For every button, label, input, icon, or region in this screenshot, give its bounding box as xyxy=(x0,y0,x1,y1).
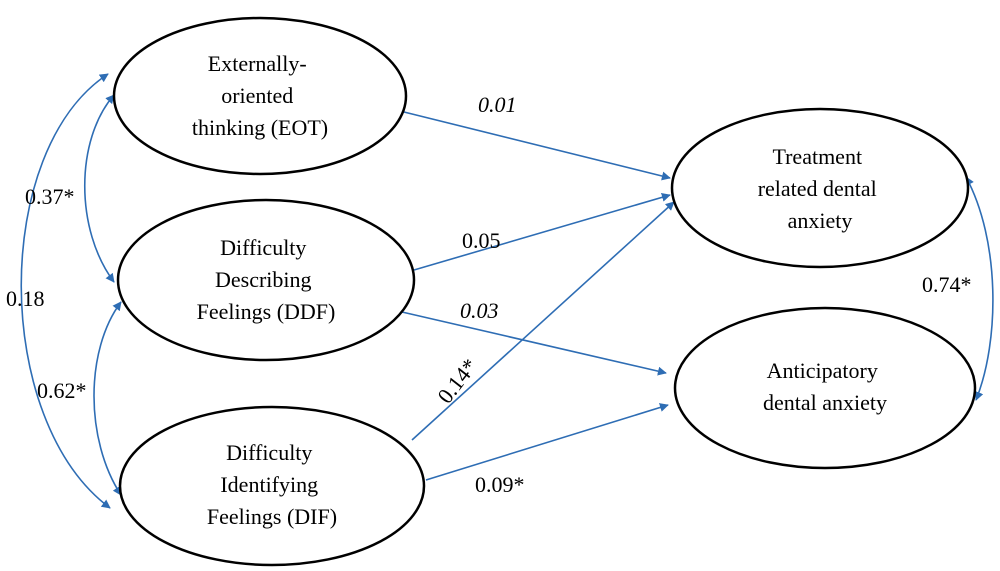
edge-ddf-trt xyxy=(413,192,671,271)
edge-ddf-dif xyxy=(93,301,122,496)
node-dif: Difficulty Identifying Feelings (DIF) xyxy=(118,405,426,567)
label-ddf-dif: 0.62* xyxy=(37,378,87,403)
node-treatment-anxiety: Treatment related dental anxiety xyxy=(670,107,970,269)
edge-eot-trt xyxy=(403,111,671,181)
svg-text:Difficulty Describing: Difficulty Describing Feelings (DDF) xyxy=(197,235,336,324)
label-dif-trt: 0.14* xyxy=(432,354,482,408)
label-eot-ddf: 0.37* xyxy=(25,184,75,209)
label-eot-dif: 0.18 xyxy=(6,286,45,311)
node-ddf-line-2: Describing xyxy=(215,267,312,292)
node-trt-line-1: Treatment xyxy=(772,144,862,169)
node-dif-line-1: Difficulty xyxy=(226,440,312,465)
edge-eot-dif xyxy=(20,73,111,509)
node-trt-line-3: anxiety xyxy=(788,208,853,233)
label-ddf-trt: 0.05 xyxy=(462,228,501,253)
node-eot: Externally- oriented thinking (EOT) xyxy=(112,16,408,176)
node-eot-line-1: Externally- xyxy=(208,51,307,76)
node-eot-line-3: thinking (EOT) xyxy=(192,115,328,140)
edge-eot-ddf xyxy=(84,94,115,283)
node-dif-line-3: Feelings (DIF) xyxy=(207,504,337,529)
node-ant-line-1: Anticipatory xyxy=(767,358,878,383)
label-eot-trt: 0.01 xyxy=(478,92,517,117)
node-ddf-line-1: Difficulty xyxy=(220,235,306,260)
node-trt-line-2: related dental xyxy=(758,176,877,201)
node-ddf: Difficulty Describing Feelings (DDF) xyxy=(116,198,416,362)
svg-text:Difficulty Identifying: Difficulty Identifying Feelings (DIF) xyxy=(207,440,337,529)
edge-trt-ant xyxy=(965,176,994,401)
node-dif-line-2: Identifying xyxy=(220,472,318,497)
node-anticipatory-anxiety: Anticipatory dental anxiety xyxy=(673,306,977,470)
node-ddf-line-3: Feelings (DDF) xyxy=(197,299,336,324)
label-dif-ant: 0.09* xyxy=(475,472,525,497)
edge-dif-trt xyxy=(411,201,675,441)
svg-text:Externally- oriented: Externally- oriented thinking (EOT) xyxy=(192,51,328,140)
edge-ddf-ant xyxy=(401,311,667,376)
edge-dif-ant xyxy=(425,403,669,481)
svg-text:Treatment related dental: Treatment related dental anxiety xyxy=(758,144,883,233)
label-ddf-ant: 0.03 xyxy=(460,298,499,323)
node-eot-line-2: oriented xyxy=(221,83,293,108)
node-ant-line-2: dental anxiety xyxy=(763,390,887,415)
svg-text:Anticipatory dental anxi: Anticipatory dental anxiety xyxy=(763,358,887,415)
label-trt-ant: 0.74* xyxy=(922,272,972,297)
